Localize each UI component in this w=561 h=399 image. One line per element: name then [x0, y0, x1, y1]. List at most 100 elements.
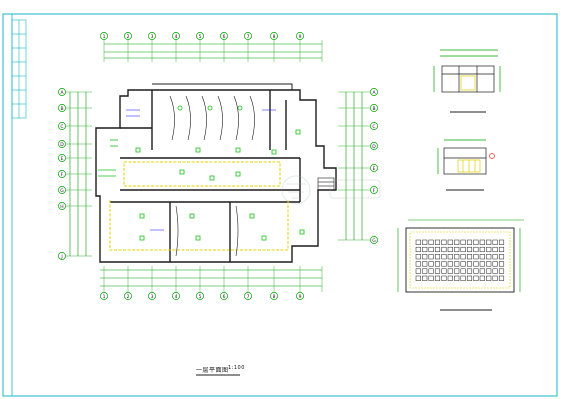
- grid-left-circle: [58, 170, 66, 178]
- grid-left-circle: [58, 252, 66, 260]
- seat-mark: [486, 268, 492, 274]
- seat-mark: [473, 246, 479, 253]
- inner-frame: [11, 13, 558, 397]
- grid-top-label: 7: [247, 34, 250, 40]
- seat-mark: [479, 246, 485, 253]
- grid-top-label: 8: [273, 34, 276, 40]
- grid-left-label: F: [61, 172, 64, 178]
- seat-mark: [466, 261, 473, 267]
- grid-top-label: 9: [299, 34, 302, 40]
- seat-mark: [466, 239, 473, 245]
- seat-mark: [492, 239, 498, 245]
- grid-left-label: B: [60, 106, 63, 112]
- seat-mark: [422, 254, 428, 260]
- grid-left-label: J: [60, 254, 62, 260]
- grid-right-circle: [370, 122, 378, 130]
- seat-mark: [428, 261, 434, 267]
- seat-mark: [454, 268, 460, 274]
- seat-mark: [492, 261, 498, 267]
- grid-right-label: F: [373, 188, 376, 194]
- seat-mark: [415, 254, 421, 260]
- grid-left-label: C: [60, 124, 63, 130]
- grid-left-label: A: [60, 90, 64, 96]
- grid-right-circle: [370, 104, 378, 112]
- grid-bottom-label: 8: [273, 294, 276, 300]
- seat-mark: [479, 261, 485, 267]
- seat-mark: [498, 268, 505, 274]
- grid-right-circle: [370, 142, 378, 150]
- grid-right-label: A: [372, 90, 376, 96]
- seat-mark: [441, 239, 447, 245]
- seat-mark: [415, 261, 421, 267]
- seat-mark: [498, 246, 505, 253]
- grid-right-label: C: [372, 124, 375, 130]
- side-dimension-lines: [62, 91, 370, 257]
- left-title-block: [11, 19, 27, 119]
- seat-mark: [441, 254, 447, 260]
- seat-mark: [479, 268, 485, 274]
- grid-top-circle: [196, 32, 204, 40]
- seat-mark: [479, 275, 485, 281]
- grid-bottom-circle: [270, 292, 278, 300]
- seat-mark: [434, 246, 441, 253]
- seat-mark: [492, 246, 498, 253]
- seat-mark: [428, 268, 434, 274]
- seat-mark: [479, 239, 485, 245]
- seat-mark: [486, 246, 492, 253]
- grid-right-label: B: [372, 106, 375, 112]
- seat-mark: [434, 268, 441, 274]
- seat-mark: [434, 275, 441, 281]
- grid-top-label: 5: [199, 34, 202, 40]
- seat-mark: [454, 261, 460, 267]
- seat-mark: [473, 261, 479, 267]
- seat-mark: [447, 261, 453, 267]
- grid-top-circle: [296, 32, 304, 40]
- seat-mark: [422, 239, 428, 245]
- seat-mark: [498, 239, 505, 245]
- seat-mark: [415, 239, 421, 245]
- seat-mark: [473, 275, 479, 281]
- seat-mark: [415, 275, 421, 281]
- grid-bottom-circle: [148, 292, 156, 300]
- grid-top-label: 4: [175, 34, 178, 40]
- seat-mark: [422, 275, 428, 281]
- seat-mark: [460, 246, 466, 253]
- grid-left-circle: [58, 202, 66, 210]
- seat-mark: [460, 254, 466, 260]
- grid-left-label: H: [60, 204, 63, 210]
- grid-bottom-label: 4: [175, 294, 178, 300]
- seat-mark: [454, 239, 460, 245]
- seat-mark: [466, 246, 473, 253]
- grid-right-circle: [370, 236, 378, 244]
- floor-plan-walls: [95, 83, 337, 263]
- grid-left-circle: [58, 186, 66, 194]
- detail-seating-plan: [397, 219, 524, 311]
- seat-mark: [460, 261, 466, 267]
- grid-left-circle: [58, 122, 66, 130]
- grid-bottom-circle: [244, 292, 252, 300]
- grid-right-label: D: [372, 144, 376, 150]
- grid-left-label: D: [60, 142, 64, 148]
- seat-mark: [441, 268, 447, 274]
- top-dimension-lines: [103, 40, 323, 62]
- seat-mark: [428, 239, 434, 245]
- grid-bottom-label: 7: [247, 294, 250, 300]
- seat-mark: [486, 275, 492, 281]
- seat-mark: [498, 275, 505, 281]
- grid-top-circle: [244, 32, 252, 40]
- grid-top-circle: [148, 32, 156, 40]
- seat-mark: [428, 246, 434, 253]
- room-arcs: [169, 95, 255, 257]
- seat-mark: [466, 275, 473, 281]
- seat-mark: [428, 275, 434, 281]
- seat-mark: [428, 254, 434, 260]
- seat-mark: [498, 261, 505, 267]
- grid-bottom-label: 3: [151, 294, 154, 300]
- seat-mark: [441, 261, 447, 267]
- seat-mark: [466, 268, 473, 274]
- seat-mark: [454, 246, 460, 253]
- seat-mark: [422, 246, 428, 253]
- seat-mark: [434, 261, 441, 267]
